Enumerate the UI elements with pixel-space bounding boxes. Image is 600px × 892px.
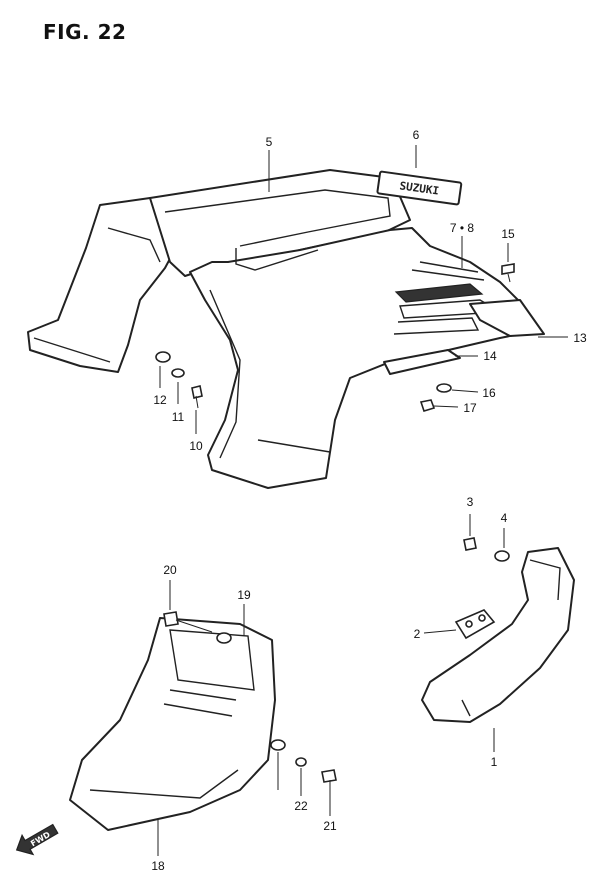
callout-1: 1 bbox=[491, 755, 498, 769]
callout-5: 5 bbox=[266, 135, 273, 149]
rear-fender-assembly bbox=[27, 169, 541, 489]
callout-3: 3 bbox=[467, 495, 474, 509]
trim-strip-13 bbox=[383, 349, 461, 375]
screw-20 bbox=[321, 769, 337, 800]
callout-9: 10 bbox=[189, 439, 203, 453]
nut-21 bbox=[295, 757, 307, 767]
callout-21: 22 bbox=[294, 799, 308, 813]
suzuki-emblem: SUZUKI bbox=[376, 170, 463, 206]
screw-3 bbox=[463, 537, 477, 551]
bolt-9 bbox=[191, 385, 203, 409]
screw-14 bbox=[501, 263, 515, 283]
grommet-18 bbox=[216, 632, 232, 644]
callout-18: 19 bbox=[237, 588, 251, 602]
washer-15 bbox=[436, 383, 452, 393]
screw-19 bbox=[163, 611, 213, 633]
fwd-arrow: FWD bbox=[15, 823, 59, 856]
washer-4 bbox=[494, 550, 510, 562]
callout-4: 4 bbox=[501, 511, 508, 525]
callout-19: 20 bbox=[163, 563, 177, 577]
grommet-2 bbox=[454, 609, 496, 640]
callout-16: 17 bbox=[463, 401, 477, 415]
callout-20: 21 bbox=[323, 819, 337, 833]
callout-6: 6 bbox=[413, 128, 420, 142]
leader-lines bbox=[157, 145, 568, 856]
callout-13: 14 bbox=[483, 349, 497, 363]
callout-7-8: 7 • 8 bbox=[450, 221, 475, 235]
emblem-text: SUZUKI bbox=[399, 179, 440, 197]
callout-labels: 5 6 7 • 8 15 13 14 16 17 12 11 10 3 4 2 … bbox=[151, 128, 587, 873]
washer-22 bbox=[270, 739, 286, 751]
trim-strip-12 bbox=[469, 299, 545, 337]
nut-10 bbox=[171, 368, 185, 378]
front-cover-17 bbox=[69, 617, 276, 831]
callout-12: 13 bbox=[573, 331, 587, 345]
washer-11 bbox=[155, 351, 171, 363]
side-cover-1 bbox=[421, 547, 575, 723]
callout-17: 18 bbox=[151, 859, 165, 873]
callout-10: 11 bbox=[172, 410, 185, 424]
callout-2: 2 bbox=[414, 627, 421, 641]
figure-title: FIG. 22 bbox=[43, 20, 127, 44]
callout-15: 16 bbox=[482, 386, 496, 400]
callout-11: 12 bbox=[153, 393, 167, 407]
callout-14: 15 bbox=[501, 227, 515, 241]
nut-16 bbox=[419, 399, 436, 412]
